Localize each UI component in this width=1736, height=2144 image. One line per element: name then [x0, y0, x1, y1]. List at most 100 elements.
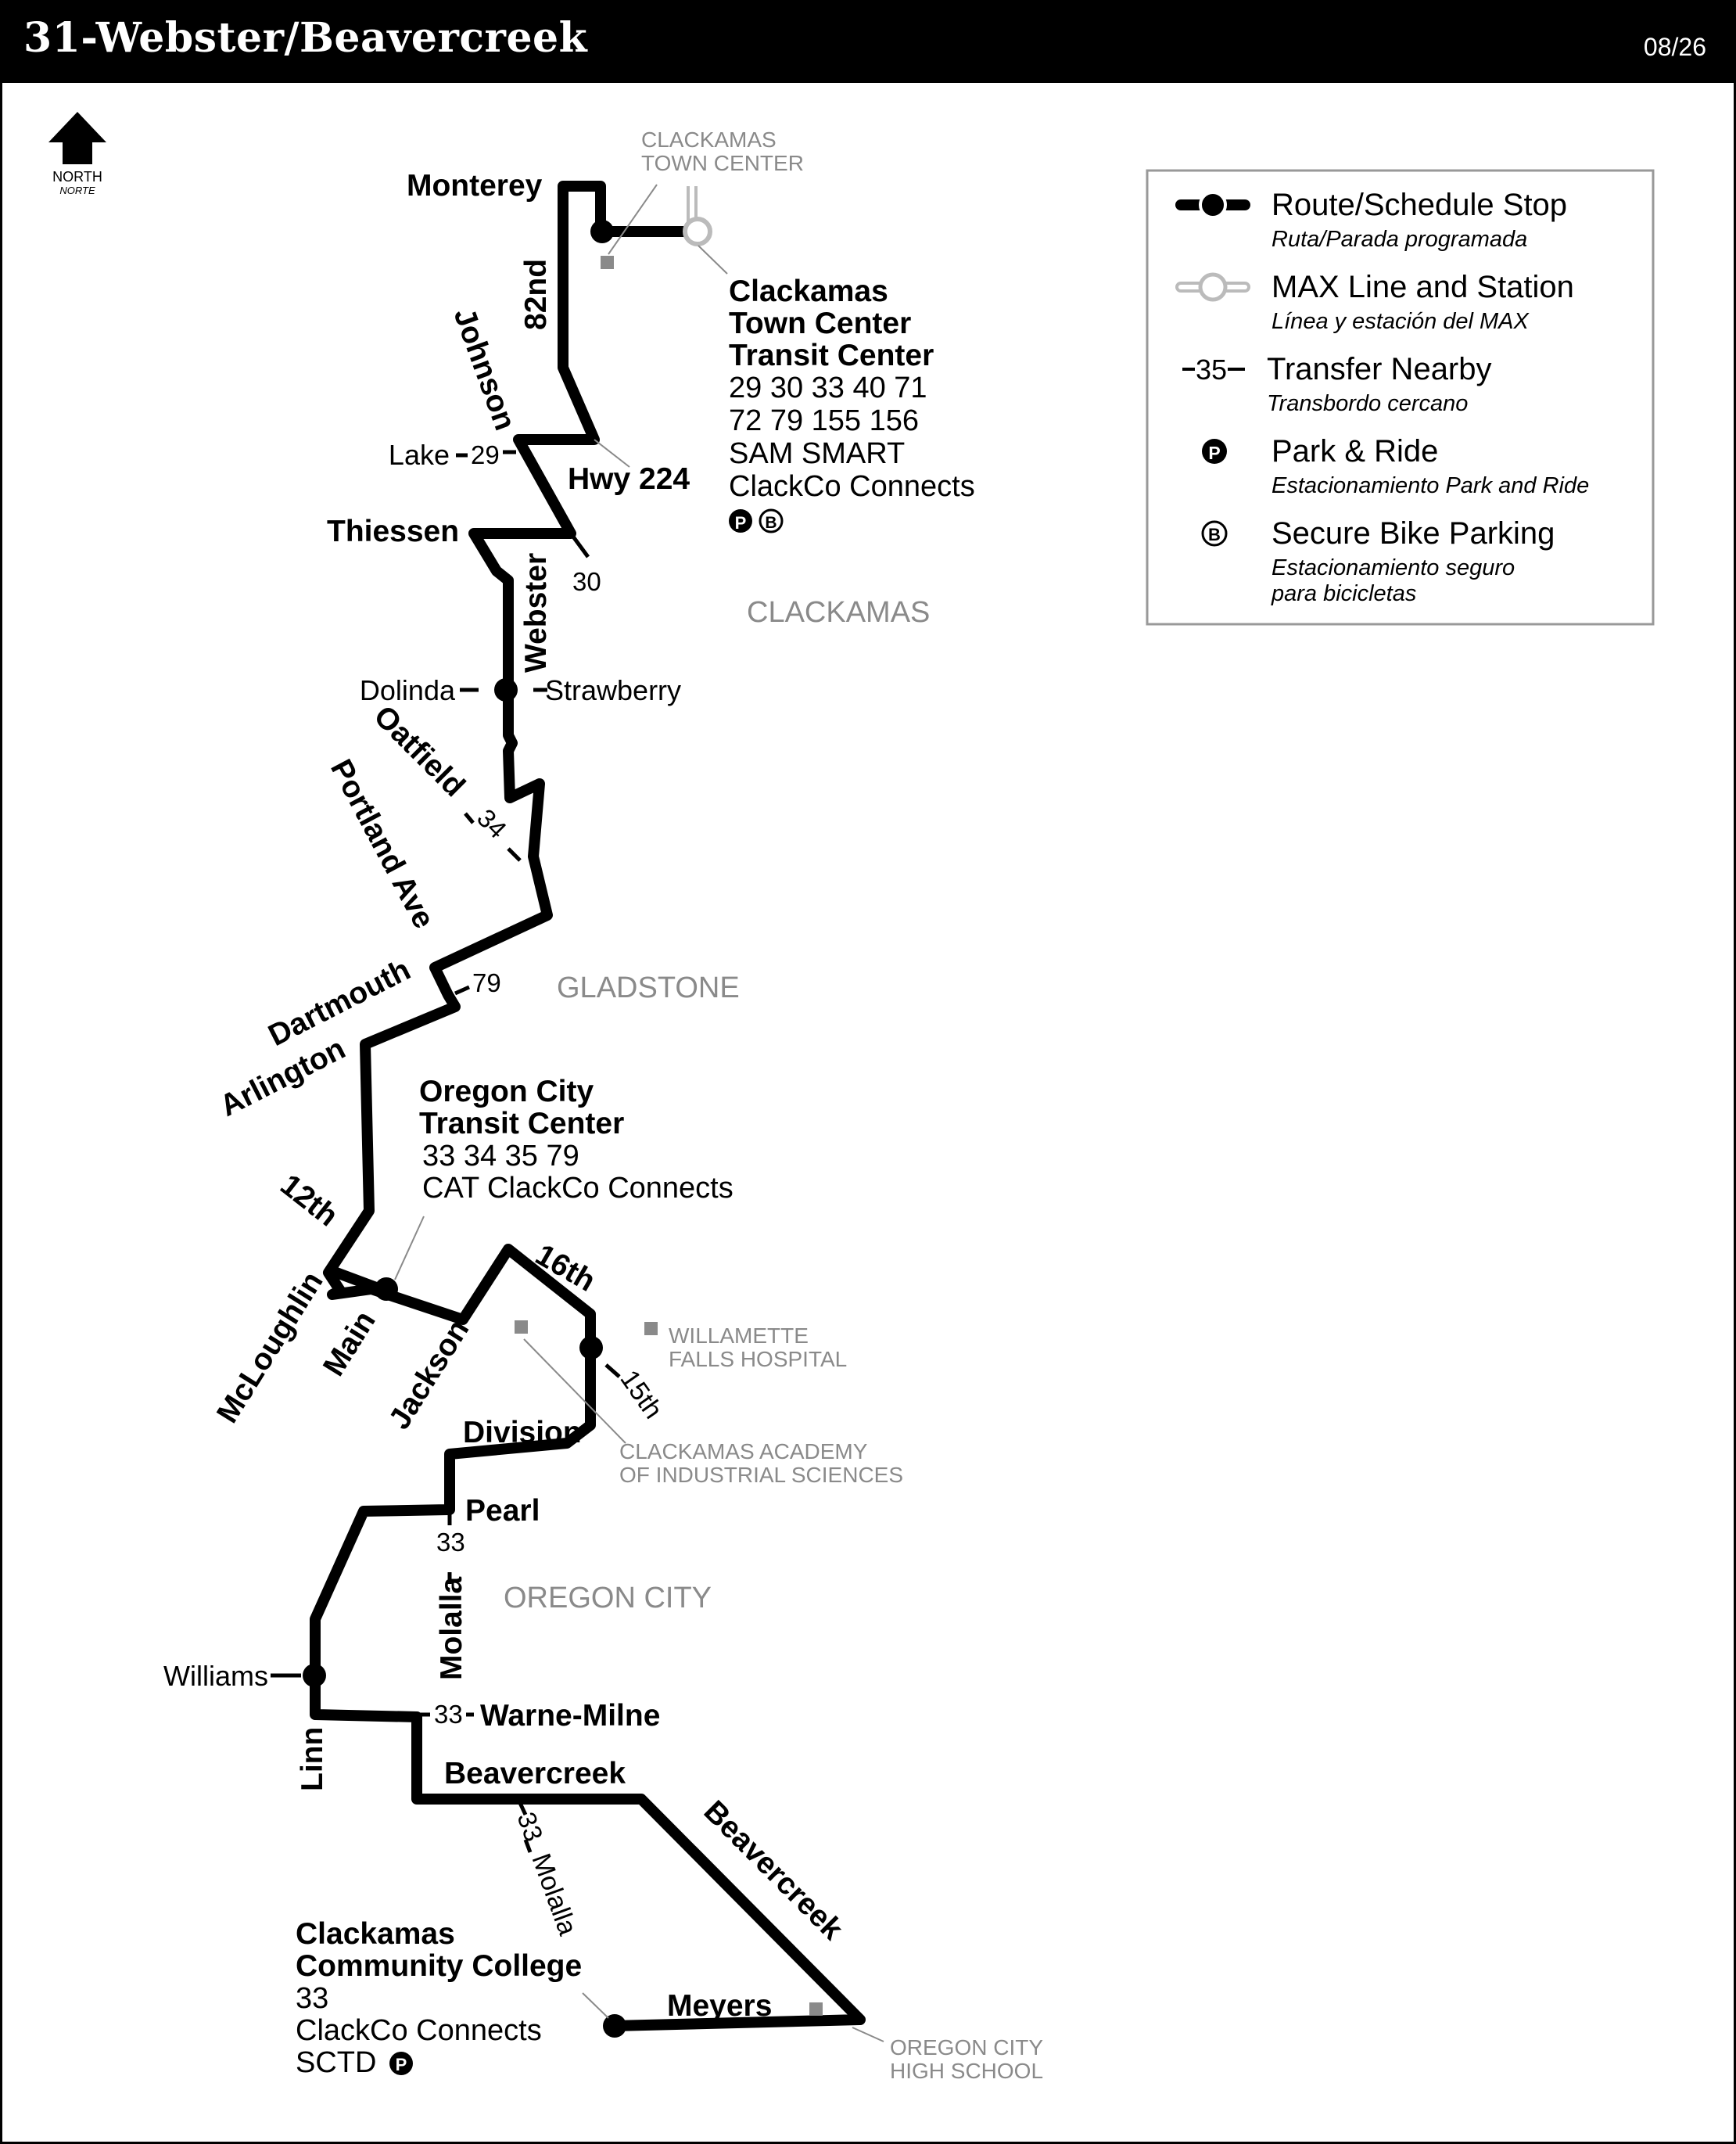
- route-stop-icon: [1199, 191, 1227, 219]
- route-line: [310, 181, 866, 2031]
- city-clackamas: CLACKAMAS: [747, 596, 930, 629]
- landmark-ochs-1: OREGON CITY: [890, 2035, 1043, 2060]
- hub-ctc-sam: SAM SMART: [729, 437, 905, 470]
- legend-transfer: Transfer Nearby: [1267, 352, 1492, 386]
- street-pearl: Pearl: [465, 1494, 540, 1528]
- street-jackson: Jackson: [382, 1314, 475, 1435]
- landmark-willamette-1: WILLAMETTE: [669, 1323, 809, 1348]
- cross-street-williams: Williams: [163, 1660, 268, 1692]
- cross-street-dolinda: Dolinda: [360, 674, 456, 706]
- transfer-30: 30: [572, 567, 601, 596]
- street-thiessen: Thiessen: [327, 515, 459, 548]
- street-hwy224: Hwy 224: [568, 462, 690, 496]
- landmark-academy-2: OF INDUSTRIAL SCIENCES: [619, 1463, 903, 1487]
- street-meyers: Meyers: [667, 1989, 772, 2023]
- legend-max: MAX Line and Station: [1272, 270, 1574, 304]
- street-portland-ave: Portland Ave: [324, 754, 441, 934]
- hub-octc-cat: CAT ClackCo Connects: [422, 1172, 733, 1205]
- hub-ctc-routes-1: 29 30 33 40 71: [729, 372, 927, 404]
- legend-route-stop: Route/Schedule Stop: [1272, 188, 1567, 222]
- transfer-33-warne: 33: [434, 1700, 463, 1729]
- hub-ccc-clackco: ClackCo Connects: [296, 2014, 542, 2047]
- stop-ccc[interactable]: [603, 2014, 626, 2038]
- hub-ctc-name-3: Transit Center: [729, 339, 934, 372]
- stop-oregon-city-tc[interactable]: [375, 1277, 398, 1301]
- street-oatfield: Oatfield: [368, 699, 472, 803]
- hub-ccc-name-2: Community College: [296, 1949, 582, 1983]
- north-label-es: NORTE: [59, 185, 95, 196]
- legend-route-stop-es: Ruta/Parada programada: [1272, 227, 1527, 252]
- route-title: 31-Webster/Beavercreek: [23, 14, 588, 62]
- legend-bike-es-1: Estacionamiento seguro: [1272, 555, 1515, 580]
- bike-parking-icon: [1201, 520, 1228, 547]
- hub-ctc-routes-2: 72 79 155 156: [729, 404, 919, 437]
- street-mcloughlin: McLoughlin: [210, 1266, 329, 1428]
- bike-parking-symbol: B: [765, 514, 777, 532]
- hub-ccc: Clackamas Community College 33 ClackCo C…: [296, 1917, 582, 2079]
- street-webster: Webster: [519, 553, 553, 673]
- stop-15th[interactable]: [579, 1336, 603, 1359]
- street-monterey: Monterey: [407, 169, 543, 203]
- transfer-ticks: [271, 450, 621, 1853]
- cross-street-lake: Lake: [389, 439, 450, 471]
- park-ride-icon: [1202, 439, 1227, 464]
- landmark-willamette-2: FALLS HOSPITAL: [669, 1347, 847, 1371]
- transfer-33-molalla: 33: [511, 1808, 548, 1845]
- street-15th: 15th: [614, 1365, 668, 1424]
- transfer-34: 34: [472, 803, 512, 844]
- hub-ccc-routes: 33: [296, 1982, 328, 2015]
- legend-max-es: Línea y estación del MAX: [1272, 309, 1530, 334]
- cross-street-strawberry: Strawberry: [545, 674, 681, 706]
- landmark-ctc-2: TOWN CENTER: [641, 151, 804, 175]
- park-ride-icon: [729, 509, 752, 533]
- city-gladstone: GLADSTONE: [557, 971, 740, 1004]
- legend-park-ride-es: Estacionamiento Park and Ride: [1272, 473, 1589, 498]
- hub-ctc-name-2: Town Center: [729, 307, 911, 340]
- street-molalla: Molalla: [435, 1576, 468, 1680]
- hub-ccc-sctd: SCTD: [296, 2046, 376, 2079]
- hub-oregon-city-tc: Oregon City Transit Center 33 34 35 79 C…: [419, 1075, 733, 1205]
- park-ride-icon: [389, 2052, 413, 2075]
- legend-transfer-symbol: 35: [1196, 354, 1227, 386]
- hub-octc-name-1: Oregon City: [419, 1075, 594, 1108]
- legend-park-ride: Park & Ride: [1272, 434, 1438, 469]
- bike-parking-icon: [759, 508, 784, 533]
- map-date: 08/26: [1643, 33, 1706, 61]
- hub-ctc-name-1: Clackamas: [729, 275, 888, 308]
- stop-dolinda-strawberry[interactable]: [494, 678, 518, 702]
- legend-bike-es-2: para bicicletas: [1271, 581, 1416, 606]
- legend-bike: Secure Bike Parking: [1272, 516, 1555, 551]
- street-warne-milne: Warne-Milne: [480, 1699, 660, 1733]
- hub-clackamas-tc: Clackamas Town Center Transit Center 29 …: [729, 275, 975, 533]
- max-station-icon: [1198, 272, 1228, 302]
- legend-transfer-es: Transbordo cercano: [1267, 391, 1468, 416]
- street-main: Main: [317, 1305, 382, 1382]
- transfer-icon: 35: [1182, 354, 1245, 386]
- stop-williams[interactable]: [303, 1664, 326, 1687]
- legend: Route/Schedule Stop Ruta/Parada programa…: [1146, 169, 1655, 626]
- park-ride-symbol: P: [735, 513, 747, 533]
- legend-bike-symbol: B: [1208, 525, 1221, 544]
- street-division: Division: [463, 1416, 582, 1449]
- street-12th: 12th: [274, 1168, 344, 1233]
- transfer-79: 79: [472, 968, 501, 997]
- street-beavercreek: Beavercreek: [444, 1757, 626, 1790]
- legend-park-ride-symbol: P: [1208, 443, 1220, 463]
- landmark-academy-1: CLACKAMAS ACADEMY: [619, 1439, 868, 1463]
- title-bar: 31-Webster/Beavercreek 08/26: [0, 0, 1736, 83]
- stop-clackamas-tc[interactable]: [590, 220, 614, 243]
- landmark-ochs-2: HIGH SCHOOL: [890, 2059, 1043, 2083]
- street-johnson: Johnson: [447, 303, 522, 434]
- park-ride-symbol: P: [396, 2055, 407, 2074]
- north-arrow-icon: NORTH NORTE: [48, 112, 106, 196]
- max-station-icon: [683, 217, 712, 246]
- street-molalla-lower: Molalla: [525, 1850, 583, 1939]
- hub-octc-routes: 33 34 35 79: [422, 1140, 579, 1173]
- hub-ccc-name-1: Clackamas: [296, 1917, 455, 1951]
- hub-octc-name-2: Transit Center: [419, 1107, 624, 1140]
- street-82nd: 82nd: [519, 259, 553, 330]
- transfer-33-pearl: 33: [436, 1528, 465, 1557]
- north-label: NORTH: [52, 169, 102, 185]
- street-linn: Linn: [296, 1727, 329, 1791]
